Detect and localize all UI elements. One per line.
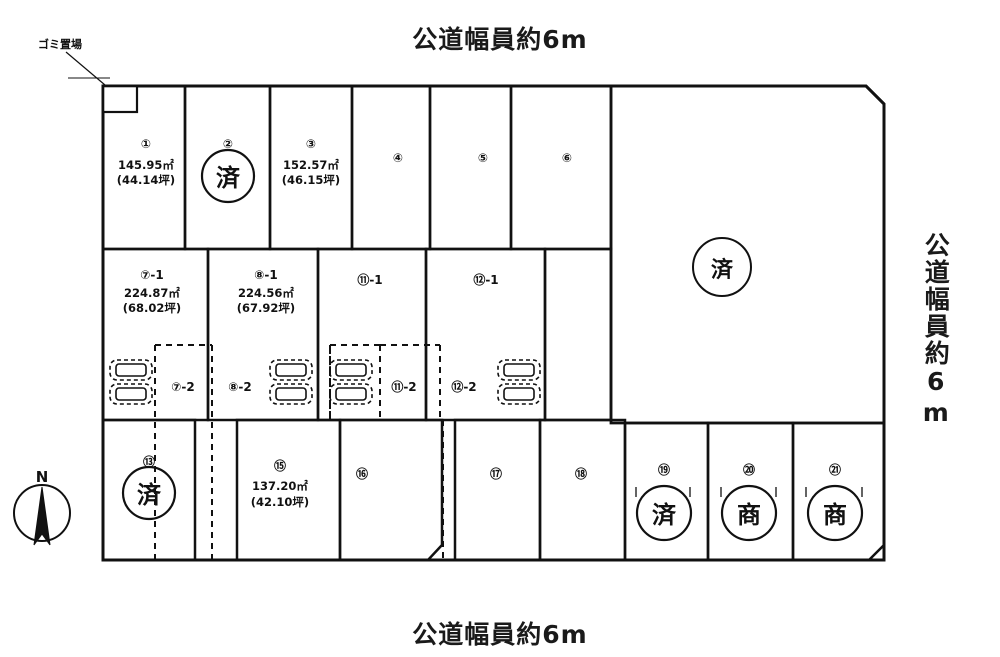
plot-number-17: ⑰ (490, 466, 502, 481)
plot-area-sqm-7-1: 224.87㎡ (124, 286, 180, 300)
stamp-text-13: 済 (137, 481, 162, 509)
plot-area-tsubo-1: (44.14坪) (117, 173, 175, 187)
plot-number-11-1: ⑪-1 (357, 272, 382, 287)
edge-tick-marks (635, 487, 863, 497)
plot-area-tsubo-7-1: (68.02坪) (123, 301, 181, 315)
plot-area-tsubo-3: (46.15坪) (282, 173, 340, 187)
plot-number-11-2: ⑪-2 (391, 379, 416, 394)
plot-label-12-2: ⑫-2 (451, 379, 476, 394)
plot-label-5: ⑤ (478, 151, 488, 165)
sold-stamp-plot-2: 済 (200, 148, 256, 204)
plot-number-19: ⑲ (658, 462, 670, 477)
plot-label-15: ⑮ 137.20㎡ (42.10坪) (251, 458, 309, 509)
plot-number-15: ⑮ (274, 458, 286, 473)
plot-number-5: ⑤ (478, 151, 488, 165)
plot-number-13: ⑬ (143, 454, 155, 469)
plot-number-4: ④ (393, 151, 403, 165)
plot-area-sqm-3: 152.57㎡ (283, 158, 339, 172)
plot-label-19: ⑲ (658, 462, 670, 477)
plot-label-11-2: ⑪-2 (391, 379, 416, 394)
plot-label-6: ⑥ (562, 151, 572, 165)
sold-stamp-plot-13: 済 (121, 465, 177, 521)
plot-label-21: ㉑ (829, 462, 841, 477)
bottom-row-plots (101, 418, 886, 562)
plot-label-7-1: ⑦-1 224.87㎡ (68.02坪) (123, 268, 181, 315)
plot-number-7-2: ⑦-2 (171, 380, 195, 394)
plot-label-16: ⑯ (356, 466, 368, 481)
plot-label-20: ⑳ (743, 462, 755, 477)
plot-number-1: ① (141, 137, 151, 151)
commercial-stamp-plot-20: 商 (720, 484, 778, 542)
compass-north-label: N (36, 468, 49, 486)
plot-boundary-13 (101, 418, 197, 562)
plot-label-18: ⑱ (575, 466, 587, 481)
stamp-text-right-block: 済 (711, 257, 734, 283)
plot-area-sqm-1: 145.95㎡ (118, 158, 174, 172)
plot-number-8-2: ⑧-2 (228, 380, 252, 394)
plot-number-6: ⑥ (562, 151, 572, 165)
plot-area-sqm-8-1: 224.56㎡ (238, 286, 294, 300)
parking-stall-symbols (109, 359, 541, 405)
garbage-point-box (101, 84, 139, 114)
road-label-right: 公道幅員約6m (921, 232, 951, 429)
plot-label-17: ⑰ (490, 466, 502, 481)
stamp-text-19: 済 (652, 501, 677, 529)
plot-number-3: ③ (306, 137, 316, 151)
plot-area-sqm-15: 137.20㎡ (252, 479, 308, 493)
stamp-text-21: 商 (823, 501, 847, 529)
plot-number-8-1: ⑧-1 (254, 268, 278, 282)
garbage-point-label: ゴミ置場 (38, 38, 82, 51)
plot-number-12-2: ⑫-2 (451, 379, 476, 394)
plot-boundary-16 (338, 418, 444, 562)
plot-number-18: ⑱ (575, 466, 587, 481)
plot-label-12-1: ⑫-1 (473, 272, 498, 287)
compass-rose: N (13, 468, 71, 546)
plot-label-2: ② (223, 137, 233, 151)
plot-label-3: ③ 152.57㎡ (46.15坪) (282, 137, 340, 187)
plot-number-2: ② (223, 137, 233, 151)
plot-number-20: ⑳ (743, 462, 755, 477)
road-label-top: 公道幅員約6m (412, 25, 588, 54)
plot-number-16: ⑯ (356, 466, 368, 481)
plot-label-1: ① 145.95㎡ (44.14坪) (117, 137, 175, 187)
sold-stamp-right-block: 済 (692, 237, 752, 297)
plot-boundary-17 (453, 418, 542, 562)
plot-label-8-1: ⑧-1 224.56㎡ (67.92坪) (237, 268, 295, 315)
site-outline (101, 84, 886, 562)
plot-label-11-1: ⑪-1 (357, 272, 382, 287)
sold-stamp-plot-19: 済 (635, 484, 693, 542)
road-label-bottom: 公道幅員約6m (412, 620, 588, 649)
plot-area-tsubo-15: (42.10坪) (251, 495, 309, 509)
plot-label-7-2: ⑦-2 (171, 380, 195, 394)
stamp-text-2: 済 (216, 164, 241, 192)
stamp-text-20: 商 (737, 501, 761, 529)
plot-number-12-1: ⑫-1 (473, 272, 498, 287)
plot-label-13: ⑬ (143, 454, 155, 469)
plot-boundary-21 (791, 421, 886, 562)
plot-number-7-1: ⑦-1 (140, 268, 164, 282)
plot-label-4: ④ (393, 151, 403, 165)
plot-area-tsubo-8-1: (67.92坪) (237, 301, 295, 315)
plot-label-8-2: ⑧-2 (228, 380, 252, 394)
commercial-stamp-plot-21: 商 (806, 484, 864, 542)
plot-number-21: ㉑ (829, 462, 841, 477)
